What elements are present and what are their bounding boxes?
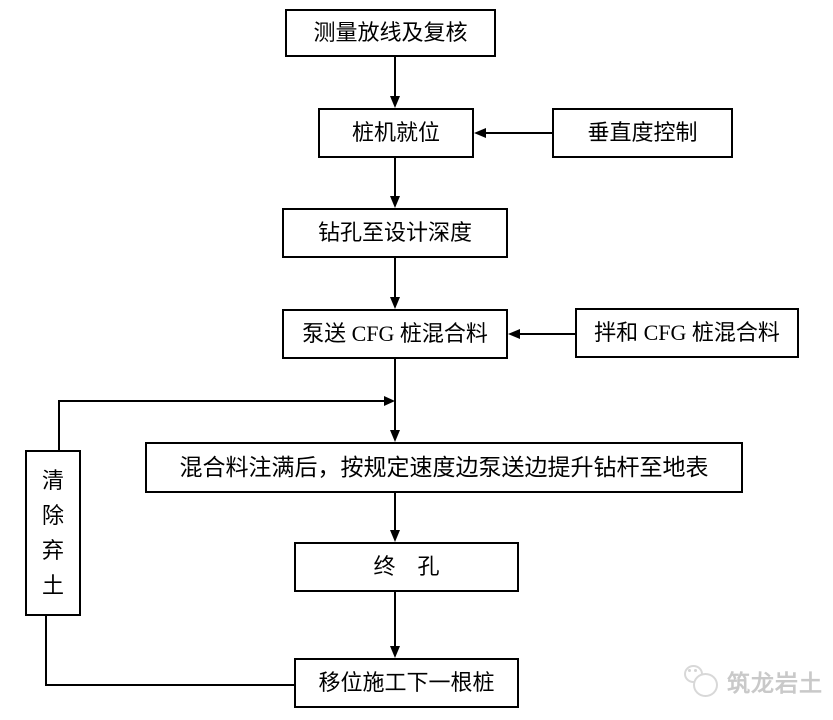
node-mix-cfg-mixture: 拌和 CFG 桩混合料 — [575, 308, 799, 358]
logo-dot — [688, 669, 691, 672]
zhulong-logo-icon — [683, 662, 721, 700]
arrowhead-clear-main — [384, 396, 395, 406]
node-pump-cfg-mixture: 泵送 CFG 桩混合料 — [282, 309, 508, 359]
arrowhead-rig-drill — [390, 196, 400, 208]
arrowhead-mix-pump — [508, 329, 520, 339]
node-lift-drill-rod-while-pumping: 混合料注满后，按规定速度边泵送边提升钻杆至地表 — [145, 442, 743, 493]
arrowhead-drill-pump — [390, 297, 400, 309]
node-move-to-next-pile: 移位施工下一根桩 — [294, 658, 519, 708]
logo-bubble-big — [693, 673, 718, 697]
clear-spoil-char: 除 — [41, 502, 64, 528]
logo-dot — [694, 669, 697, 672]
node-clear-spoil: 清 除 弃 土 — [25, 450, 81, 616]
node-drill-to-design-depth: 钻孔至设计深度 — [282, 208, 508, 258]
watermark: 筑龙岩土 — [683, 662, 823, 700]
clear-spoil-char: 清 — [41, 467, 64, 493]
watermark-text: 筑龙岩土 — [727, 670, 823, 696]
clear-spoil-char: 弃 — [41, 537, 64, 563]
node-pile-rig-in-place: 桩机就位 — [318, 108, 474, 158]
arrowhead-pump-lift — [390, 430, 400, 442]
arrowhead-survey-rig — [390, 96, 400, 108]
arrowhead-vertical-rig — [474, 128, 486, 138]
node-survey-layout-review: 测量放线及复核 — [285, 9, 496, 57]
clear-spoil-char: 土 — [41, 572, 64, 598]
connector-move-clear — [45, 616, 294, 686]
arrowhead-lift-final — [390, 530, 400, 542]
node-verticality-control: 垂直度控制 — [552, 108, 733, 158]
node-final-hole: 终 孔 — [294, 542, 519, 592]
arrowhead-final-move — [390, 646, 400, 658]
